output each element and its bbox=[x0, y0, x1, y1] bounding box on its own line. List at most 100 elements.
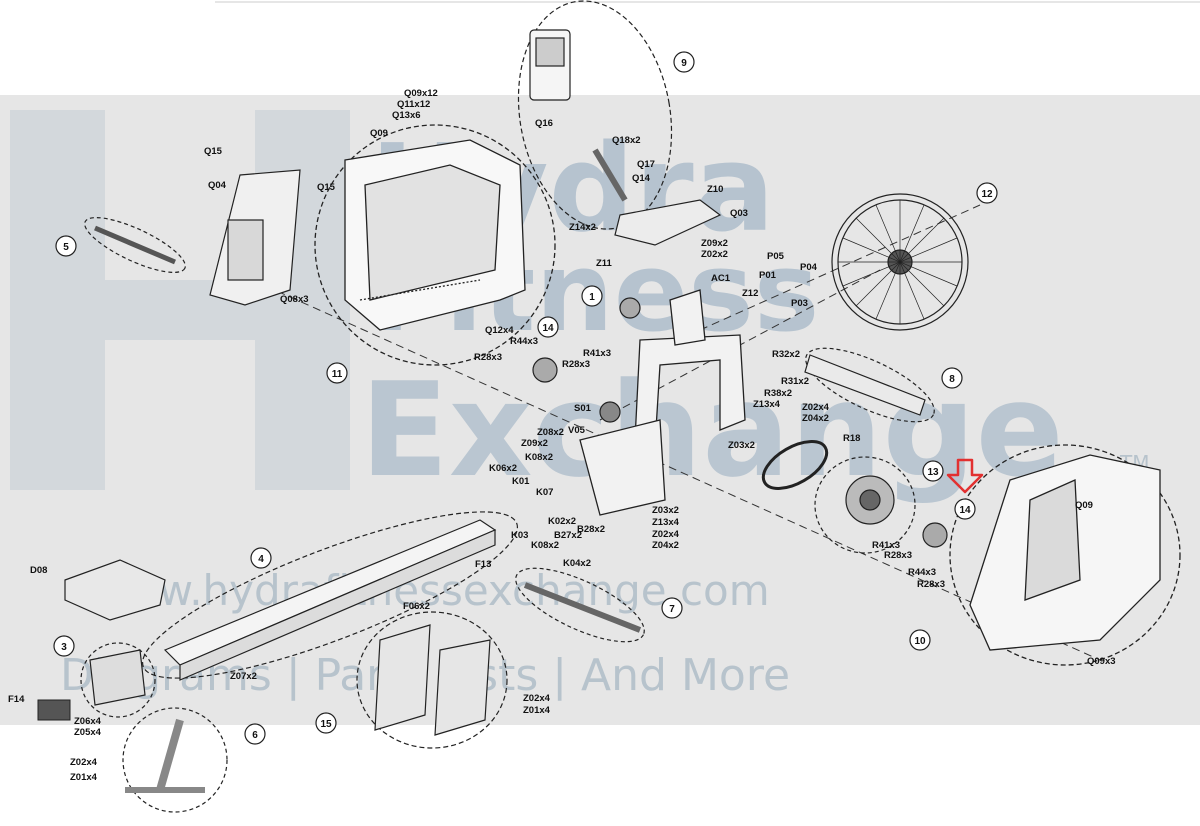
label-f13: F13 bbox=[475, 559, 491, 570]
label-ac1: AC1 bbox=[711, 273, 731, 284]
label-p03: P03 bbox=[791, 298, 808, 309]
callout-9: 9 bbox=[681, 58, 687, 69]
label-q08x3: Q08x3 bbox=[280, 294, 309, 305]
label-q09x12: Q09x12 bbox=[404, 88, 438, 99]
callout-5: 5 bbox=[63, 242, 69, 253]
label-z04x2-a: Z04x2 bbox=[802, 413, 829, 424]
rear-cover-10 bbox=[949, 444, 1181, 666]
label-k08x2-a: K08x2 bbox=[525, 452, 553, 463]
front-stand-6 bbox=[122, 707, 228, 813]
fan-wheel-12 bbox=[831, 193, 969, 331]
label-r41x3-a: R41x3 bbox=[583, 348, 611, 359]
label-q03: Q03 bbox=[730, 208, 748, 219]
label-q04: Q04 bbox=[208, 180, 227, 191]
seat-bracket-3 bbox=[80, 642, 156, 718]
label-q15-a: Q15 bbox=[204, 146, 223, 157]
label-r44x3-a: R44x3 bbox=[510, 336, 538, 347]
callout-14-a: 14 bbox=[542, 323, 554, 334]
label-k07: K07 bbox=[536, 487, 553, 498]
label-z14x2: Z14x2 bbox=[569, 222, 596, 233]
label-r38x2: R38x2 bbox=[764, 388, 792, 399]
label-k03: K03 bbox=[511, 530, 528, 541]
drive-assembly-13 bbox=[532, 297, 948, 554]
label-q13x6: Q13x6 bbox=[392, 110, 421, 121]
callout-circles bbox=[53, 51, 998, 745]
label-z08x2: Z08x2 bbox=[537, 427, 564, 438]
label-k01: K01 bbox=[512, 476, 530, 487]
label-q17: Q17 bbox=[637, 159, 655, 170]
label-b28x2: B28x2 bbox=[577, 524, 605, 535]
label-z07x2: Z07x2 bbox=[230, 671, 257, 682]
label-z01x4-a: Z01x4 bbox=[70, 772, 98, 783]
label-z02x4-d: Z02x4 bbox=[523, 693, 551, 704]
callout-8: 8 bbox=[949, 374, 955, 385]
label-z02x4-b: Z02x4 bbox=[652, 529, 680, 540]
label-k02x2: K02x2 bbox=[548, 516, 576, 527]
label-q15-b: Q15 bbox=[317, 182, 336, 193]
main-frame bbox=[579, 289, 746, 516]
label-q12x4: Q12x4 bbox=[485, 325, 514, 336]
label-r31x2: R31x2 bbox=[781, 376, 809, 387]
label-r28x3-d: R28x3 bbox=[917, 579, 945, 590]
label-k04x2: K04x2 bbox=[563, 558, 591, 569]
label-d08: D08 bbox=[30, 565, 47, 576]
callout-14-b: 14 bbox=[959, 505, 971, 516]
callout-1: 1 bbox=[589, 292, 595, 303]
label-b27x2: B27x2 bbox=[554, 530, 582, 541]
callout-7: 7 bbox=[669, 604, 675, 615]
label-q11x12: Q11x12 bbox=[397, 99, 430, 110]
console-assembly-9 bbox=[517, 0, 673, 230]
label-z01x4-b: Z01x4 bbox=[523, 705, 551, 716]
callout-11: 11 bbox=[332, 369, 343, 380]
label-z11: Z11 bbox=[596, 258, 613, 269]
frame-cover-11 bbox=[314, 124, 556, 366]
end-cap-f14 bbox=[37, 699, 71, 721]
label-z09x2-b: Z09x2 bbox=[521, 438, 548, 449]
label-z13x4-b: Z13x4 bbox=[652, 517, 680, 528]
label-q16: Q16 bbox=[535, 118, 553, 129]
foot-bar-7 bbox=[515, 567, 645, 643]
label-z02x2: Z02x2 bbox=[701, 249, 728, 260]
label-p04: P04 bbox=[800, 262, 818, 273]
callout-15: 15 bbox=[320, 719, 332, 730]
label-z09x2: Z09x2 bbox=[701, 238, 728, 249]
label-k08x2-b: K08x2 bbox=[531, 540, 559, 551]
label-q18x2: Q18x2 bbox=[612, 135, 641, 146]
label-z03x2-a: Z03x2 bbox=[728, 440, 755, 451]
label-q09x3: Q09x3 bbox=[1087, 656, 1116, 667]
label-r28x3-b: R28x3 bbox=[562, 359, 590, 370]
callout-4: 4 bbox=[258, 554, 264, 565]
rear-bar-8 bbox=[804, 347, 935, 423]
label-f06x2: F06x2 bbox=[403, 601, 430, 612]
label-z06x4: Z06x4 bbox=[74, 716, 102, 727]
label-r28x3-c: R28x3 bbox=[884, 550, 912, 561]
seat-top-q03 bbox=[614, 199, 722, 246]
seat-d08 bbox=[64, 559, 166, 621]
watermark-url: www.hydrafitnessexchange.com bbox=[90, 566, 770, 615]
label-q14: Q14 bbox=[632, 173, 651, 184]
rail-assembly bbox=[141, 511, 519, 681]
label-z03x2-b: Z03x2 bbox=[652, 505, 679, 516]
callout-10: 10 bbox=[914, 636, 926, 647]
label-k06x2: K06x2 bbox=[489, 463, 517, 474]
part-labels: Q09x12 Q11x12 Q13x6 Q09 Q15 Q04 Q15 Q08x… bbox=[8, 88, 1116, 783]
label-z02x4-a: Z02x4 bbox=[802, 402, 830, 413]
highlight-arrow-icon bbox=[946, 458, 984, 494]
label-z02x4-c: Z02x4 bbox=[70, 757, 98, 768]
label-p01: P01 bbox=[759, 270, 777, 281]
label-r32x2: R32x2 bbox=[772, 349, 800, 360]
label-r18: R18 bbox=[843, 433, 860, 444]
label-v05: V05 bbox=[568, 425, 586, 436]
label-z13x4-a: Z13x4 bbox=[753, 399, 781, 410]
label-s01: S01 bbox=[574, 403, 592, 414]
callout-3: 3 bbox=[61, 642, 67, 653]
label-q09: Q09 bbox=[370, 128, 388, 139]
footrests-15 bbox=[356, 611, 508, 749]
callout-6: 6 bbox=[252, 730, 258, 741]
side-panel-q04 bbox=[209, 169, 301, 306]
handle-bar-5 bbox=[84, 217, 186, 273]
label-p05: P05 bbox=[767, 251, 785, 262]
callout-12: 12 bbox=[981, 189, 993, 200]
